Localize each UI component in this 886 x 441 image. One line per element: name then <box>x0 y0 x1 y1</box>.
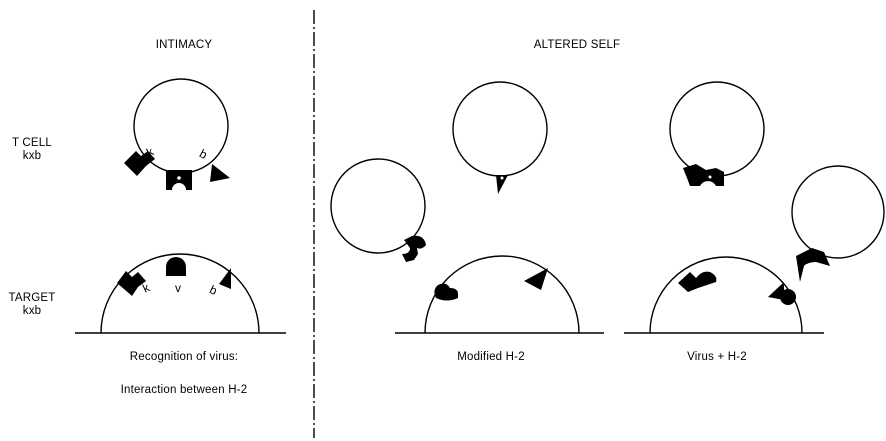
altered-self-title: ALTERED SELF <box>533 39 621 51</box>
virus-antigen-left-icon <box>678 271 717 292</box>
modified-left-receptor-icon <box>402 235 426 262</box>
target-b-letter: b <box>207 282 219 298</box>
tcell-receptor-b-icon <box>210 164 230 182</box>
modified-antigen-left-icon <box>434 283 458 301</box>
modified-tcell-receptor-icon <box>496 175 508 194</box>
virus-tcell-receptor-dot <box>708 175 712 179</box>
modified-target-cell <box>424 255 580 334</box>
virus-right-receptor-dot <box>804 264 808 268</box>
target-antigen-v-icon <box>166 257 186 276</box>
target-antigen-k-icon <box>117 271 146 296</box>
virus-particle-icon <box>780 289 796 305</box>
target-v-letter: v <box>175 281 181 295</box>
intimacy-caption-line1: Recognition of virus: <box>129 351 239 363</box>
tcell-row-label: T CELL kxb <box>4 137 60 163</box>
tcell-receptor-k-icon <box>124 151 155 176</box>
virus-tcell-receptor-icon <box>683 164 724 186</box>
tcell-b-letter: b <box>197 146 210 162</box>
virus-t-cell-right <box>791 165 885 259</box>
virus-antigen-right-icon <box>768 282 784 300</box>
virus-t-cell-top <box>669 81 765 177</box>
tcell-label-line1: T CELL <box>12 137 52 149</box>
virus-right-receptor-icon <box>796 248 830 282</box>
intimacy-target-cell <box>100 253 260 334</box>
tcell-label-line2: kxb <box>22 150 42 162</box>
modified-antigen-right-icon <box>524 268 548 290</box>
modified-t-cell-top <box>452 81 548 177</box>
target-k-letter: k <box>140 280 152 296</box>
tcell-receptor-v-icon <box>166 170 192 190</box>
intimacy-caption-line2: Interaction between H-2 <box>120 384 248 396</box>
virus-h2-caption: Virus + H-2 <box>687 351 747 363</box>
target-antigen-b-icon <box>219 268 231 289</box>
target-row-label: TARGET kxb <box>2 292 62 318</box>
modified-tcell-receptor-dot <box>500 176 504 180</box>
modified-h2-caption: Modified H-2 <box>457 351 525 363</box>
intimacy-title: INTIMACY <box>155 39 213 51</box>
tcell-receptor-v-dot <box>177 176 181 180</box>
target-label-line1: TARGET <box>8 292 56 304</box>
modified-t-cell-left <box>330 158 426 254</box>
target-label-line2: kxb <box>22 305 42 317</box>
